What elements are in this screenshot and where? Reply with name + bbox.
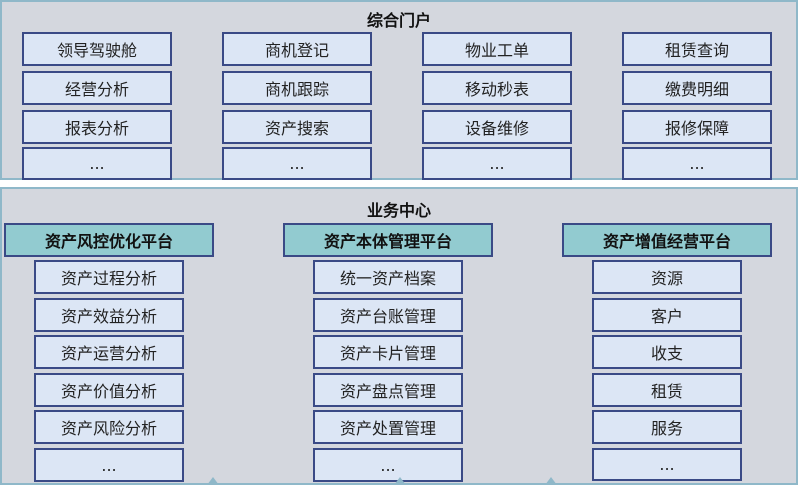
platform-item[interactable]: 客户 <box>592 298 742 332</box>
portal-item-repair-guarantee[interactable]: 报修保障 <box>622 110 772 144</box>
platform-item[interactable]: 资产卡片管理 <box>313 335 463 369</box>
platform-item[interactable]: 资产过程分析 <box>34 260 184 294</box>
portal-item-leader-cockpit[interactable]: 领导驾驶舱 <box>22 32 172 66</box>
platform-item[interactable]: 资产运营分析 <box>34 335 184 369</box>
platform-item[interactable]: 租赁 <box>592 373 742 407</box>
platform-item[interactable]: ... <box>313 448 463 482</box>
platform-item[interactable]: 资源 <box>592 260 742 294</box>
portal-item-opportunity-tracking[interactable]: 商机跟踪 <box>222 71 372 105</box>
platform-item[interactable]: 资产风险分析 <box>34 410 184 444</box>
platform-item[interactable]: 资产盘点管理 <box>313 373 463 407</box>
portal-item-opportunity-register[interactable]: 商机登记 <box>222 32 372 66</box>
business-title: 业务中心 <box>366 201 431 220</box>
platform-item[interactable]: ... <box>592 448 742 481</box>
up-arrow-icon <box>394 477 406 485</box>
portal-item-payment-details[interactable]: 缴费明细 <box>622 71 772 105</box>
platform-item[interactable]: 资产处置管理 <box>313 410 463 444</box>
portal-title: 综合门户 <box>366 11 431 30</box>
platform-risk-control[interactable]: 资产风控优化平台 <box>4 223 214 257</box>
platform-item[interactable]: 统一资产档案 <box>313 260 463 294</box>
portal-item-report-analysis[interactable]: 报表分析 <box>22 110 172 144</box>
platform-item[interactable]: 服务 <box>592 410 742 444</box>
portal-item-property-work-order[interactable]: 物业工单 <box>422 32 572 66</box>
portal-item-mobile-meter[interactable]: 移动秒表 <box>422 71 572 105</box>
platform-item[interactable]: ... <box>34 448 184 482</box>
portal-item-more[interactable]: ... <box>222 147 372 180</box>
platform-value-added[interactable]: 资产增值经营平台 <box>562 223 772 257</box>
portal-item-more[interactable]: ... <box>22 147 172 180</box>
portal-item-asset-search[interactable]: 资产搜索 <box>222 110 372 144</box>
up-arrow-icon <box>545 477 557 485</box>
portal-item-more[interactable]: ... <box>422 147 572 180</box>
platform-item[interactable]: 收支 <box>592 335 742 369</box>
business-section: 业务中心 资产风控优化平台 资产过程分析 资产效益分析 资产运营分析 资产价值分… <box>0 187 798 485</box>
platform-item[interactable]: 资产效益分析 <box>34 298 184 332</box>
up-arrow-icon <box>207 477 219 485</box>
platform-asset-management[interactable]: 资产本体管理平台 <box>283 223 493 257</box>
platform-item[interactable]: 资产台账管理 <box>313 298 463 332</box>
portal-item-equipment-repair[interactable]: 设备维修 <box>422 110 572 144</box>
platform-item[interactable]: 资产价值分析 <box>34 373 184 407</box>
portal-item-more[interactable]: ... <box>622 147 772 180</box>
portal-section: 综合门户 领导驾驶舱 经营分析 报表分析 ... 商机登记 商机跟踪 资产搜索 … <box>0 0 798 180</box>
portal-item-operation-analysis[interactable]: 经营分析 <box>22 71 172 105</box>
portal-item-lease-query[interactable]: 租赁查询 <box>622 32 772 66</box>
